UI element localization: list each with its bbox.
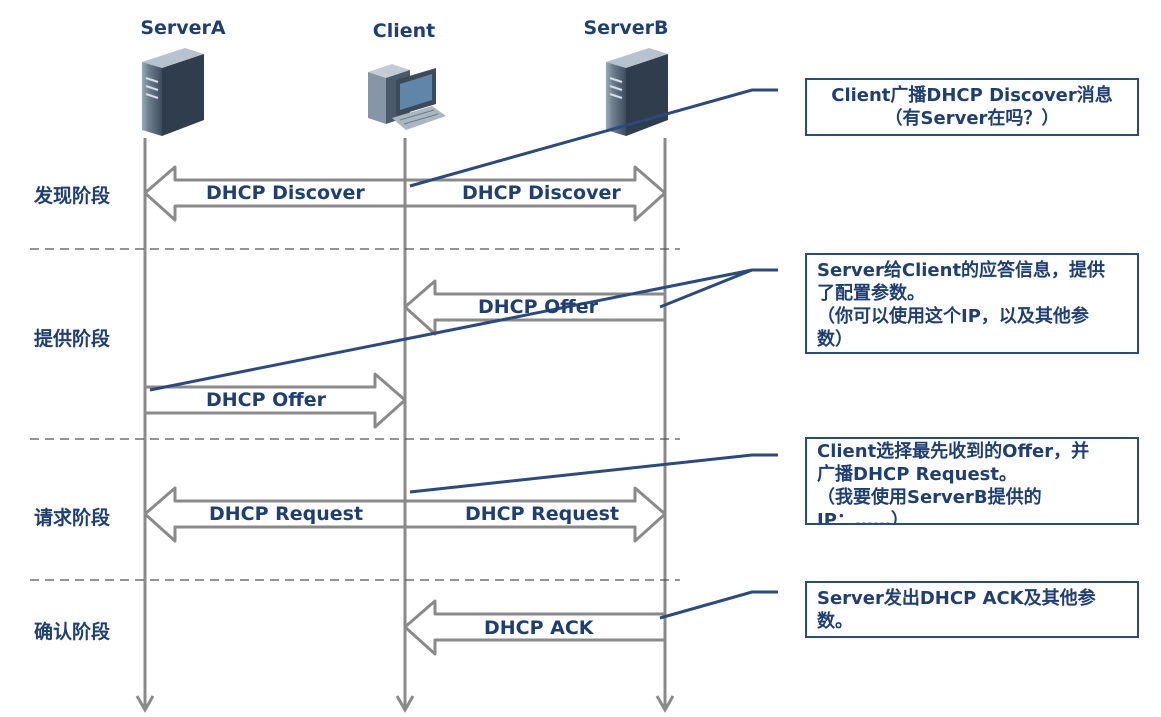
message-label-offer-b: DHCP Offer bbox=[478, 296, 598, 318]
note-line: （你可以使用这个IP，以及其他参 bbox=[817, 306, 1089, 327]
message-label-request-a: DHCP Request bbox=[209, 503, 364, 525]
desktop-computer-icon bbox=[368, 64, 446, 130]
note-line: 数） bbox=[817, 329, 853, 350]
phase-label-ack: 确认阶段 bbox=[34, 621, 111, 643]
note-line: Server发出DHCP ACK及其他参 bbox=[817, 588, 1096, 609]
entity-label-server-a: ServerA bbox=[140, 17, 226, 39]
note-offer: Server给Client的应答信息，提供 了配置参数。 （你可以使用这个IP，… bbox=[805, 253, 1139, 354]
note-line: 数。 bbox=[817, 611, 853, 632]
note-ack: Server发出DHCP ACK及其他参 数。 bbox=[805, 581, 1139, 638]
note-line: 广播DHCP Request。 bbox=[817, 464, 1017, 485]
message-label-request-b: DHCP Request bbox=[465, 503, 620, 525]
note-line: Client广播DHCP Discover消息 bbox=[831, 85, 1113, 106]
arrow-request-a bbox=[143, 486, 407, 543]
note-line: Client选择最先收到的Offer，并 bbox=[817, 441, 1090, 462]
callout-line-ack bbox=[659, 590, 778, 620]
message-label-offer-a: DHCP Offer bbox=[206, 389, 326, 411]
callout-line-request bbox=[409, 453, 778, 494]
arrow-discover-a bbox=[143, 165, 407, 222]
entity-label-server-b: ServerB bbox=[583, 17, 669, 39]
note-line: （我要使用ServerB提供的 bbox=[817, 487, 1042, 508]
lifeline-arrowhead bbox=[395, 695, 415, 714]
server-tower-icon bbox=[142, 48, 204, 136]
note-line: （有Server在吗？） bbox=[884, 108, 1060, 129]
callout-line-discover bbox=[409, 88, 778, 188]
message-label-ack-b: DHCP ACK bbox=[484, 617, 594, 639]
entity-label-client: Client bbox=[372, 20, 436, 42]
lifeline-arrowhead bbox=[135, 695, 155, 714]
arrow-ack-b bbox=[403, 599, 667, 656]
lifeline-arrowhead bbox=[655, 695, 675, 714]
note-discover: Client广播DHCP Discover消息 （有Server在吗？） bbox=[805, 78, 1139, 136]
message-label-discover-b: DHCP Discover bbox=[462, 182, 621, 204]
note-line: IP：……） bbox=[817, 510, 909, 525]
note-line: 了配置参数。 bbox=[817, 283, 925, 304]
phase-label-request: 请求阶段 bbox=[34, 507, 111, 529]
arrow-offer-a bbox=[143, 372, 407, 429]
note-request: Client选择最先收到的Offer，并 广播DHCP Request。 （我要… bbox=[805, 437, 1139, 525]
phase-label-offer: 提供阶段 bbox=[34, 328, 111, 350]
callout-line-offer-a bbox=[149, 268, 753, 392]
message-label-discover-a: DHCP Discover bbox=[206, 182, 365, 204]
arrow-offer-b bbox=[403, 279, 667, 336]
arrow-discover-b bbox=[403, 165, 667, 222]
phase-label-discover: 发现阶段 bbox=[34, 185, 111, 207]
arrow-request-b bbox=[403, 486, 667, 543]
note-line: Server给Client的应答信息，提供 bbox=[817, 260, 1106, 281]
